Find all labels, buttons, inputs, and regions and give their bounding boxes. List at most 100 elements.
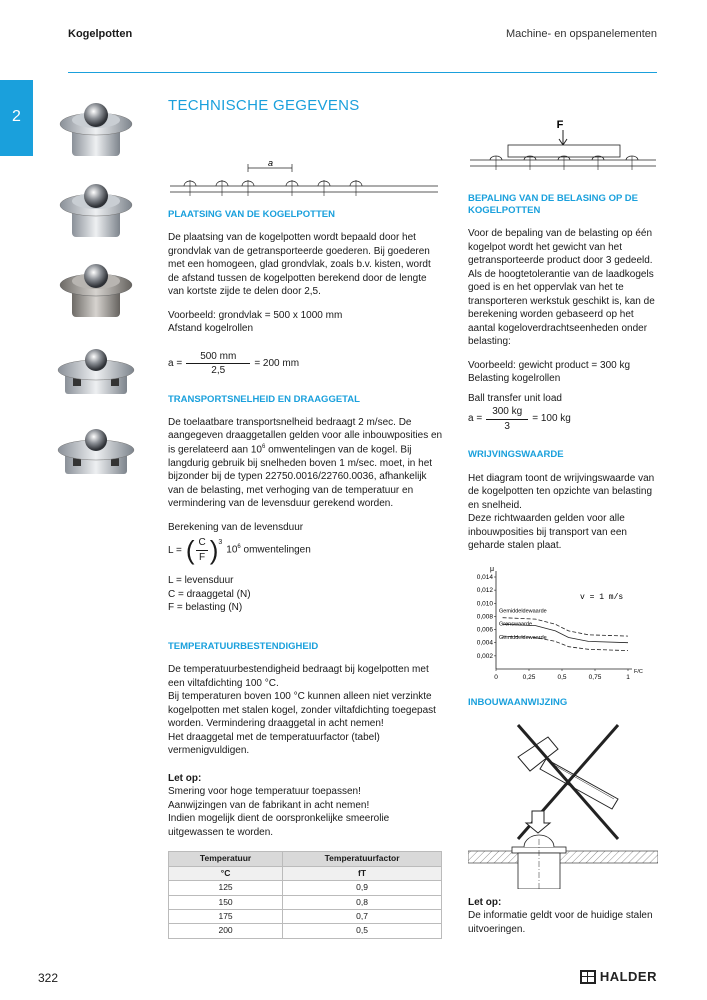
y-tick-label: 0,012	[477, 587, 494, 594]
ball-transfer-unit-image	[57, 348, 135, 394]
formula-numerator: C	[196, 536, 208, 551]
formula-rhs: = 200 mm	[254, 357, 300, 369]
x-tick-label: 0	[494, 674, 498, 681]
speed-text-exp: 6	[261, 443, 266, 450]
formula-rhs-exp: 6	[237, 544, 241, 551]
table-header: Temperatuurfactor	[282, 851, 442, 867]
table-cell: 0,7	[282, 908, 442, 925]
life-formula: L = ( C F ) 3 106 omwentelingen	[168, 536, 444, 564]
header-rule	[68, 72, 657, 73]
series-line-1	[502, 616, 629, 637]
temperature-heading: TEMPERATUURBESTENDIGHEID	[168, 640, 319, 652]
load-example-1: Voorbeeld: gewicht product = 300 kg	[468, 359, 631, 371]
table-cell: 0,9	[282, 880, 442, 896]
table-cell: 175	[167, 908, 284, 925]
page-title: TECHNISCHE GEGEVENS	[168, 97, 360, 114]
spacing-diagram: a	[170, 158, 438, 197]
formula-rhs: 106 omwentelingen	[226, 543, 311, 557]
installation-note-title: Let op:	[468, 896, 502, 908]
temperature-text-2: Bij temperaturen boven 100 °C kunnen all…	[168, 691, 436, 730]
placement-formula: a = 500 mm 2,5 = 200 mm	[168, 350, 444, 378]
load-example-3: Ball transfer unit load	[468, 392, 562, 404]
ball-transfer-unit-image	[59, 264, 133, 317]
legend-item: C = draaggetal (N)	[168, 588, 251, 600]
friction-text-1: Het diagram toont de wrijvingswaarde van…	[468, 472, 655, 511]
chapter-tab[interactable]: 2	[0, 80, 33, 156]
speed-text-b: omwentelingen van de kogel. Bij langduri…	[168, 444, 433, 510]
header-left: Kogelpotten	[68, 28, 133, 40]
y-tick-label: 0,008	[477, 613, 494, 620]
series-label: Gemiddeldewaarde	[499, 634, 547, 640]
temperature-note-line: Indien mogelijk dient de oorspronkelijke…	[168, 813, 390, 838]
y-axis-label: μ	[490, 566, 494, 573]
installation-heading: INBOUWAANWIJZING	[468, 697, 568, 709]
formula-fraction: C F	[196, 536, 208, 564]
x-tick-label: 0,25	[523, 674, 536, 681]
legend-item: L = levensduur	[168, 575, 234, 587]
speed-heading: TRANSPORTSNELHEID EN DRAAGGETAL	[168, 393, 360, 405]
formula-lhs: a =	[468, 413, 483, 425]
formula-denominator: F	[199, 551, 206, 563]
load-example-2: Belasting kogelrollen	[468, 373, 561, 385]
y-tick-label: 0,006	[477, 626, 494, 633]
table-unit: fT	[282, 865, 442, 882]
placement-example-2: Afstand kogelrollen	[168, 323, 254, 335]
page-number: 322	[38, 971, 59, 985]
formula-rhs-text: omwentelingen	[240, 544, 311, 556]
x-tick-label: 0,5	[557, 674, 566, 681]
side-column: F BEPALING VAN DE BELASING OP DE KOGELPO…	[467, 118, 659, 936]
brand-logo: HALDER	[579, 968, 657, 986]
spacing-label: a	[268, 158, 273, 168]
friction-text-2: Deze richtwaarden gelden voor alle inbou…	[468, 513, 627, 552]
placement-heading: PLAATSING VAN DE KOGELPOTTEN	[168, 208, 335, 220]
header-right: Machine- en opspanelementen	[505, 28, 657, 40]
friction-heading: WRIJVINGSWAARDE	[468, 449, 564, 461]
product-thumbnails	[55, 100, 137, 503]
formula-numerator: 300 kg	[486, 405, 529, 420]
temperature-note-line: Aanwijzingen van de fabrikant in acht ne…	[168, 799, 370, 811]
life-calc-title: Berekening van de levensduur	[168, 521, 304, 533]
table-header: Temperatuur	[167, 851, 284, 867]
formula-fraction: 500 mm 2,5	[186, 350, 251, 378]
temperature-text-3: Het draaggetal met de temperatuurfactor …	[168, 731, 380, 757]
brand-name: HALDER	[599, 969, 657, 984]
series-label: Grenswaarde	[499, 621, 532, 627]
formula-fraction: 300 kg 3	[486, 405, 529, 433]
series-line-0	[502, 623, 629, 643]
temperature-note-line: Smering voor hoge temperatuur toepassen!	[168, 786, 361, 798]
installation-diagram	[467, 724, 659, 890]
legend-item: F = belasting (N)	[168, 602, 243, 614]
ball-transfer-unit-image	[59, 103, 133, 156]
table-cell: 200	[167, 923, 284, 939]
table-cell: 0,8	[282, 894, 442, 911]
life-legend: L = levensduur C = draaggetal (N) F = be…	[168, 574, 444, 615]
load-formula: a = 300 kg 3 = 100 kg	[468, 405, 658, 433]
table-cell: 0,5	[282, 923, 442, 939]
main-column: TECHNISCHE GEGEVENS a PLAATSING VAN DE K…	[167, 96, 444, 939]
temperature-note-title: Let op:	[168, 772, 202, 784]
placement-text: De plaatsing van de kogelpotten wordt be…	[168, 232, 431, 298]
load-heading: BEPALING VAN DE BELASING OP DE KOGELPOTT…	[468, 192, 638, 216]
force-label: F	[557, 119, 564, 131]
load-diagram: F	[470, 119, 656, 170]
y-tick-label: 0,004	[477, 639, 494, 646]
formula-lhs: L =	[168, 544, 182, 556]
speed-text-a: De toelaatbare transportsnelheid bedraag…	[168, 416, 443, 456]
formula-rhs: = 100 kg	[532, 413, 571, 425]
x-tick-label: 0,75	[589, 674, 602, 681]
ball-transfer-unit-image	[57, 429, 135, 474]
ball-transfer-unit-image	[59, 183, 133, 237]
formula-denominator: 3	[504, 420, 510, 432]
placement-example-1: Voorbeeld: grondvlak = 500 x 1000 mm	[168, 309, 343, 321]
x-tick-label: 1	[626, 674, 630, 681]
speed-text: De toelaatbare transportsnelheid bedraag…	[168, 416, 444, 511]
formula-power: 3	[218, 539, 223, 547]
formula-numerator: 500 mm	[186, 350, 251, 365]
series-line-2	[502, 635, 629, 651]
x-axis-label: F/C	[634, 669, 643, 675]
